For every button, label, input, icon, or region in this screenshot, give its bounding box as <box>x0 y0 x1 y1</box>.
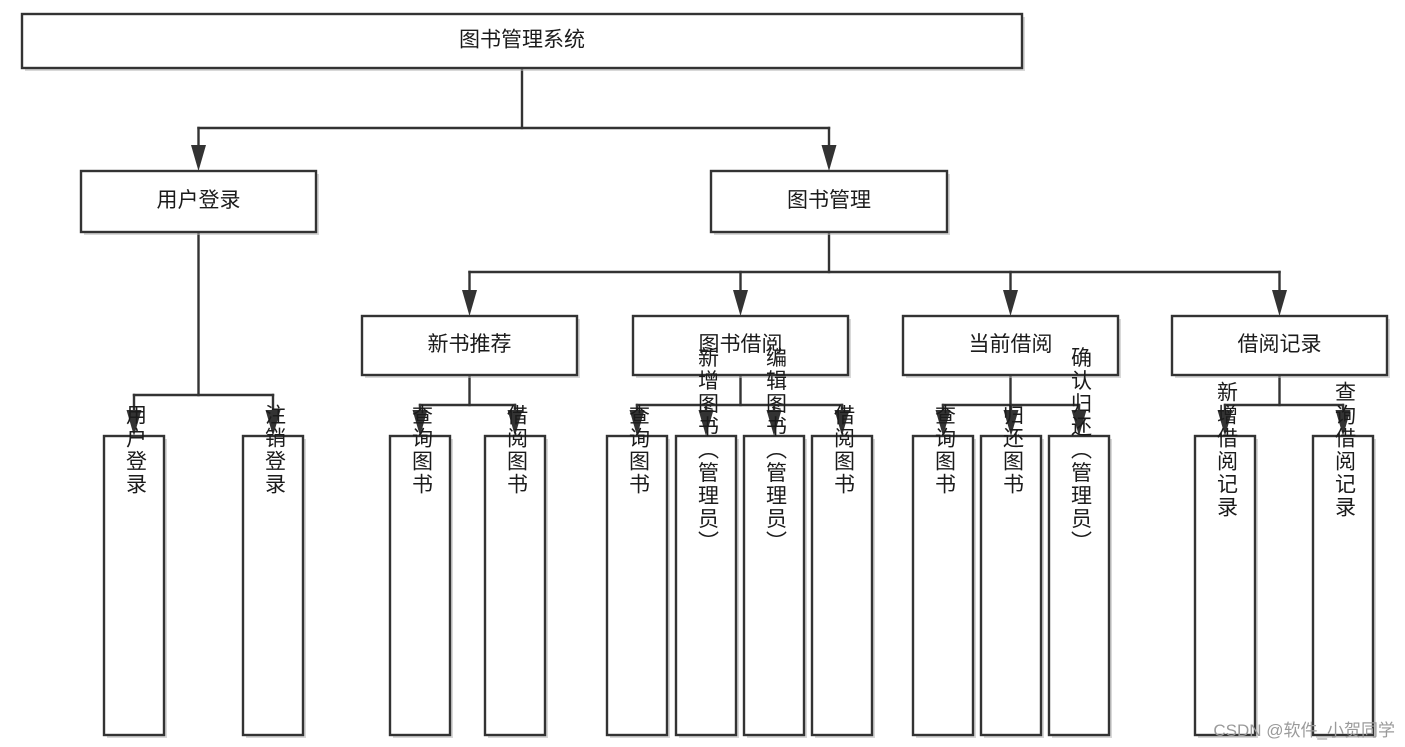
node-box[interactable] <box>1193 434 1257 737</box>
connector-group-new-book-recommend <box>412 373 523 436</box>
node-box[interactable] <box>810 434 874 737</box>
arrow-head-icon <box>733 290 748 316</box>
node-box[interactable] <box>1311 434 1375 737</box>
node-user-login[interactable]: 用户登录 <box>79 169 319 235</box>
node-label: 图书借阅 <box>699 333 783 356</box>
node-leaf-return-book[interactable]: 归还图书 <box>979 404 1044 738</box>
connector-group-root <box>191 66 837 171</box>
arrow-head-icon <box>629 410 645 436</box>
arrow-head-icon <box>265 410 281 436</box>
node-label: 归还图书 <box>1000 404 1024 496</box>
connector-group-user-login <box>126 230 281 436</box>
node-box[interactable] <box>20 12 1024 70</box>
node-book-borrow[interactable]: 图书借阅 <box>631 314 851 378</box>
node-label: 注销登录 <box>262 404 286 496</box>
node-box[interactable] <box>483 434 547 737</box>
arrow-head-icon <box>821 145 837 171</box>
node-leaf-borrow-book-1[interactable]: 借阅图书 <box>483 404 548 738</box>
node-label: 查询图书 <box>409 404 433 496</box>
node-label: 新增借阅记录 <box>1214 381 1238 519</box>
arrow-head-icon <box>1217 410 1233 436</box>
arrow-head-icon <box>766 410 782 436</box>
node-box[interactable] <box>360 314 579 377</box>
node-root[interactable]: 图书管理系统 <box>20 12 1025 71</box>
arrow-head-icon <box>1071 410 1087 436</box>
arrow-head-icon <box>507 410 523 436</box>
node-leaf-query-record[interactable]: 查询借阅记录 <box>1311 381 1376 738</box>
node-label: 用户登录 <box>157 189 241 212</box>
node-leaf-add-record[interactable]: 新增借阅记录 <box>1193 381 1258 738</box>
node-box[interactable] <box>901 314 1120 377</box>
node-leaf-logout[interactable]: 注销登录 <box>241 404 306 738</box>
node-leaf-confirm-return[interactable]: 确认归还（管理员） <box>1047 347 1112 739</box>
node-box[interactable] <box>102 434 166 737</box>
node-label: 图书管理 <box>787 189 871 212</box>
node-leaf-query-book-2[interactable]: 查询图书 <box>605 404 670 738</box>
arrow-head-icon <box>1003 290 1018 316</box>
node-box[interactable] <box>979 434 1043 737</box>
arrow-head-icon <box>1335 410 1351 436</box>
node-layer: 图书管理系统用户登录图书管理新书推荐图书借阅当前借阅借阅记录用户登录注销登录查询… <box>20 12 1390 739</box>
arrow-head-icon <box>834 410 850 436</box>
node-leaf-user-login[interactable]: 用户登录 <box>102 404 167 738</box>
node-label: 图书管理系统 <box>459 29 585 52</box>
arrow-head-icon <box>1272 290 1287 316</box>
node-book-manage[interactable]: 图书管理 <box>709 169 950 235</box>
node-leaf-add-book[interactable]: 新增图书（管理员） <box>674 347 739 739</box>
node-box[interactable] <box>742 434 806 737</box>
arrow-head-icon <box>191 145 206 171</box>
node-label: 当前借阅 <box>969 333 1053 356</box>
arrow-head-icon <box>1003 410 1019 436</box>
connector-group-current-borrow <box>935 373 1087 436</box>
node-box[interactable] <box>388 434 452 737</box>
connector-layer <box>126 66 1351 436</box>
node-label: 查询图书 <box>626 404 650 496</box>
node-label: 编辑图书（管理员） <box>763 347 787 554</box>
connector-group-borrow-record <box>1217 373 1351 436</box>
node-leaf-query-book-1[interactable]: 查询图书 <box>388 404 453 738</box>
node-leaf-borrow-book-2[interactable]: 借阅图书 <box>810 404 875 738</box>
arrow-head-icon <box>412 410 428 436</box>
node-box[interactable] <box>1047 434 1111 737</box>
node-box[interactable] <box>605 434 669 737</box>
node-label: 新增图书（管理员） <box>695 347 719 554</box>
node-label: 查询图书 <box>932 404 956 496</box>
node-leaf-query-book-3[interactable]: 查询图书 <box>911 404 976 738</box>
node-label: 确认归还（管理员） <box>1068 347 1092 554</box>
node-box[interactable] <box>1170 314 1389 377</box>
node-box[interactable] <box>911 434 975 737</box>
node-label: 借阅记录 <box>1238 333 1322 356</box>
node-box[interactable] <box>709 169 949 234</box>
arrow-head-icon <box>698 410 714 436</box>
connector-group-book-borrow <box>629 373 850 436</box>
node-label: 借阅图书 <box>831 404 855 496</box>
arrow-head-icon <box>126 410 142 436</box>
node-label: 新书推荐 <box>428 333 512 356</box>
arrow-head-icon <box>462 290 477 316</box>
node-box[interactable] <box>631 314 850 377</box>
node-box[interactable] <box>241 434 305 737</box>
node-label: 用户登录 <box>123 404 147 496</box>
node-box[interactable] <box>674 434 738 737</box>
node-leaf-edit-book[interactable]: 编辑图书（管理员） <box>742 347 807 739</box>
node-box[interactable] <box>79 169 318 234</box>
node-label: 借阅图书 <box>504 404 528 496</box>
connector-group-book-manage <box>462 230 1287 316</box>
node-borrow-record[interactable]: 借阅记录 <box>1170 314 1390 378</box>
node-new-book-recommend[interactable]: 新书推荐 <box>360 314 580 378</box>
node-current-borrow[interactable]: 当前借阅 <box>901 314 1121 378</box>
arrow-head-icon <box>935 410 951 436</box>
node-label: 查询借阅记录 <box>1332 381 1356 519</box>
